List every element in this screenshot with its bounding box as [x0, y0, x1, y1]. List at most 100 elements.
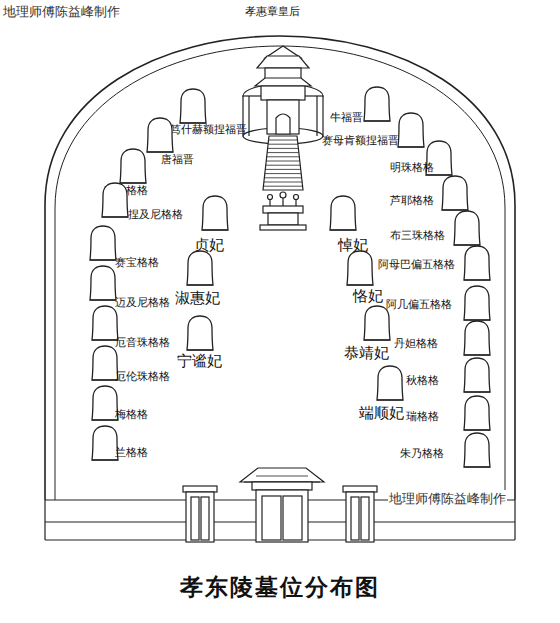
- mound-base: [442, 210, 468, 211]
- mound-outline: [442, 176, 468, 210]
- mound-outline: [102, 183, 128, 217]
- mound-outline: [464, 396, 490, 430]
- tomb: 宁谧妃: [185, 315, 215, 351]
- tomb: 京及格格: [118, 148, 148, 184]
- tomb: 梅格格: [90, 385, 120, 421]
- map-title: 孝东陵墓位分布图: [180, 572, 380, 603]
- mound-base: [464, 355, 490, 356]
- tomb: 赛母肯额捏福晋: [396, 112, 426, 148]
- altar: [260, 192, 306, 230]
- tomb-label: 宁谧妃: [177, 353, 222, 370]
- mound-base: [92, 380, 118, 381]
- mound-outline: [90, 226, 116, 260]
- watermark: 地理师傅陈益峰制作: [388, 490, 507, 508]
- tomb: 阿母巴偏五格格: [462, 245, 492, 281]
- mound-outline: [364, 306, 390, 340]
- tomb-mound: [328, 195, 358, 231]
- tomb: 捏及尼格格: [100, 182, 130, 218]
- mound-outline: [92, 346, 118, 380]
- mound-base: [187, 350, 213, 351]
- tomb-mound: [375, 365, 405, 401]
- mound-outline: [187, 316, 213, 350]
- mound-outline: [347, 251, 373, 285]
- mound-base: [398, 147, 424, 148]
- tomb-label: 厄伦珠格格: [115, 371, 170, 383]
- mound-base: [102, 217, 128, 218]
- mound-base: [464, 280, 490, 281]
- mound-base: [90, 300, 116, 301]
- mound-base: [147, 152, 173, 153]
- tomb-mound: [396, 112, 426, 148]
- tomb-mound: [462, 395, 492, 431]
- tomb-label: 明珠格格: [390, 162, 434, 174]
- mound-base: [92, 340, 118, 341]
- tomb-mound: [100, 182, 130, 218]
- tomb-label: 唐福晋: [161, 154, 194, 166]
- tomb-label: 捏及尼格格: [128, 209, 183, 221]
- mound-outline: [90, 266, 116, 300]
- tomb: 恪妃: [345, 250, 375, 286]
- tomb-label: 迈及尼格格: [115, 297, 170, 309]
- mound-base: [377, 400, 403, 401]
- tomb: 瑞格格: [462, 395, 492, 431]
- mound-outline: [202, 196, 228, 230]
- tomb-mound: [362, 86, 392, 122]
- tomb-mound: [88, 265, 118, 301]
- tomb-mound: [462, 432, 492, 468]
- tomb-label: 笃什赫额捏福晋: [170, 124, 247, 136]
- tomb: 牛福晋: [362, 86, 392, 122]
- tomb-mound: [462, 320, 492, 356]
- tomb-mound: [345, 250, 375, 286]
- tomb-mound: [462, 285, 492, 321]
- tomb: 芦耶格格: [440, 175, 470, 211]
- mound-outline: [398, 113, 424, 147]
- tomb: 唐福晋: [145, 117, 175, 153]
- tomb-label: 阿几偏五格格: [386, 299, 452, 311]
- mound-base: [92, 460, 118, 461]
- tomb-label: 端顺妃: [359, 405, 404, 422]
- mound-outline: [454, 211, 480, 245]
- tomb-label: 丹妲格格: [394, 338, 438, 350]
- tomb-label: 牛福晋: [330, 112, 363, 124]
- tomb: 笃什赫额捏福晋: [178, 88, 208, 124]
- mound-outline: [187, 251, 213, 285]
- enclosure-wall: [45, 36, 515, 500]
- tomb-label: 赛母肯额捏福晋: [322, 135, 399, 147]
- tomb-building: [243, 28, 323, 193]
- tomb-mound: [185, 315, 215, 351]
- tomb-label: 秋格格: [406, 375, 439, 387]
- tomb-label: 淑惠妃: [175, 290, 220, 307]
- mound-outline: [147, 118, 173, 152]
- mound-base: [364, 121, 390, 122]
- tomb-mound: [462, 245, 492, 281]
- tomb-mound: [452, 210, 482, 246]
- tomb-label: 阿母巴偏五格格: [378, 259, 455, 271]
- mound-base: [464, 392, 490, 393]
- mound-outline: [464, 286, 490, 320]
- mound-base: [347, 285, 373, 286]
- tomb-mound: [440, 175, 470, 211]
- tomb: 朱乃格格: [462, 432, 492, 468]
- tomb-label: 赛宝格格: [115, 257, 159, 269]
- tomb: 端顺妃: [375, 365, 405, 401]
- mound-outline: [330, 196, 356, 230]
- mound-base: [330, 230, 356, 231]
- tomb-label: 布三珠格格: [390, 230, 445, 242]
- mound-outline: [464, 433, 490, 467]
- tomb-mound: [90, 305, 120, 341]
- mound-outline: [464, 246, 490, 280]
- tomb-mound: [185, 250, 215, 286]
- mausoleum: 孝惠章皇后: [243, 28, 323, 193]
- mound-base: [120, 183, 146, 184]
- side-door: [183, 486, 377, 542]
- tomb-mound: [88, 225, 118, 261]
- tomb-label: 孝惠章皇后: [245, 6, 300, 18]
- tomb: 布三珠格格: [452, 210, 482, 246]
- tomb-label: 厄音珠格格: [115, 337, 170, 349]
- mound-base: [90, 260, 116, 261]
- mound-outline: [92, 306, 118, 340]
- mound-base: [92, 420, 118, 421]
- tomb: 厄音珠格格: [90, 305, 120, 341]
- tomb: 赛宝格格: [88, 225, 118, 261]
- mound-outline: [377, 366, 403, 400]
